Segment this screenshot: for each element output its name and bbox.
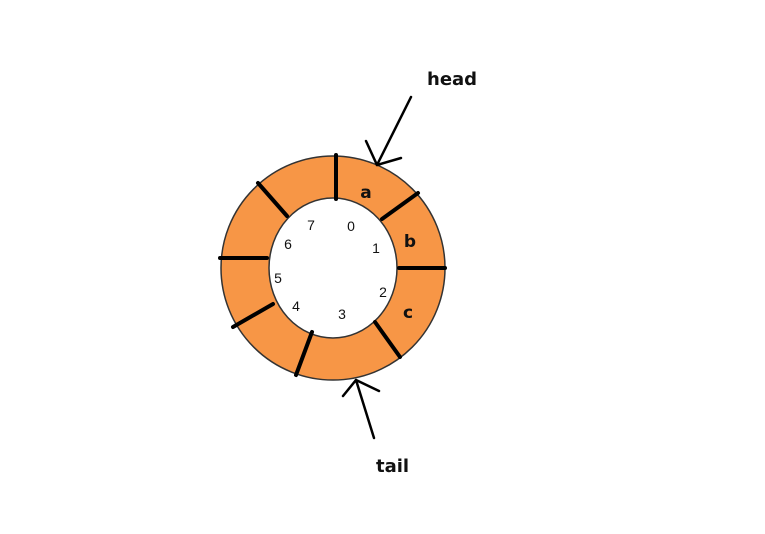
element-a: a (360, 183, 371, 203)
slot-index-2: 2 (379, 284, 387, 300)
slot-index-0: 0 (347, 218, 355, 234)
tail-label: tail (376, 456, 409, 477)
slot-index-6: 6 (284, 236, 292, 252)
slot-index-5: 5 (274, 270, 282, 286)
slot-divider (294, 330, 314, 377)
head-pointer (364, 95, 413, 167)
slot-divider (231, 302, 275, 329)
head-arrow-head (364, 139, 403, 167)
element-b: b (404, 232, 416, 252)
tail-pointer (341, 378, 381, 440)
slot-dividers (218, 153, 447, 377)
head-label: head (427, 69, 477, 90)
slot-divider (380, 191, 420, 221)
head-arrow-shaft (375, 95, 413, 167)
tail-arrow-head (341, 378, 381, 398)
tail-arrow-shaft (354, 378, 376, 440)
slot-index-labels: 0 1 2 3 4 5 6 7 (274, 217, 387, 322)
slot-divider (373, 320, 402, 359)
slot-index-7: 7 (307, 217, 315, 233)
slot-index-1: 1 (372, 240, 380, 256)
slot-divider (256, 181, 289, 218)
slot-index-3: 3 (338, 306, 346, 322)
slot-index-4: 4 (292, 298, 300, 314)
element-c: c (403, 303, 413, 323)
